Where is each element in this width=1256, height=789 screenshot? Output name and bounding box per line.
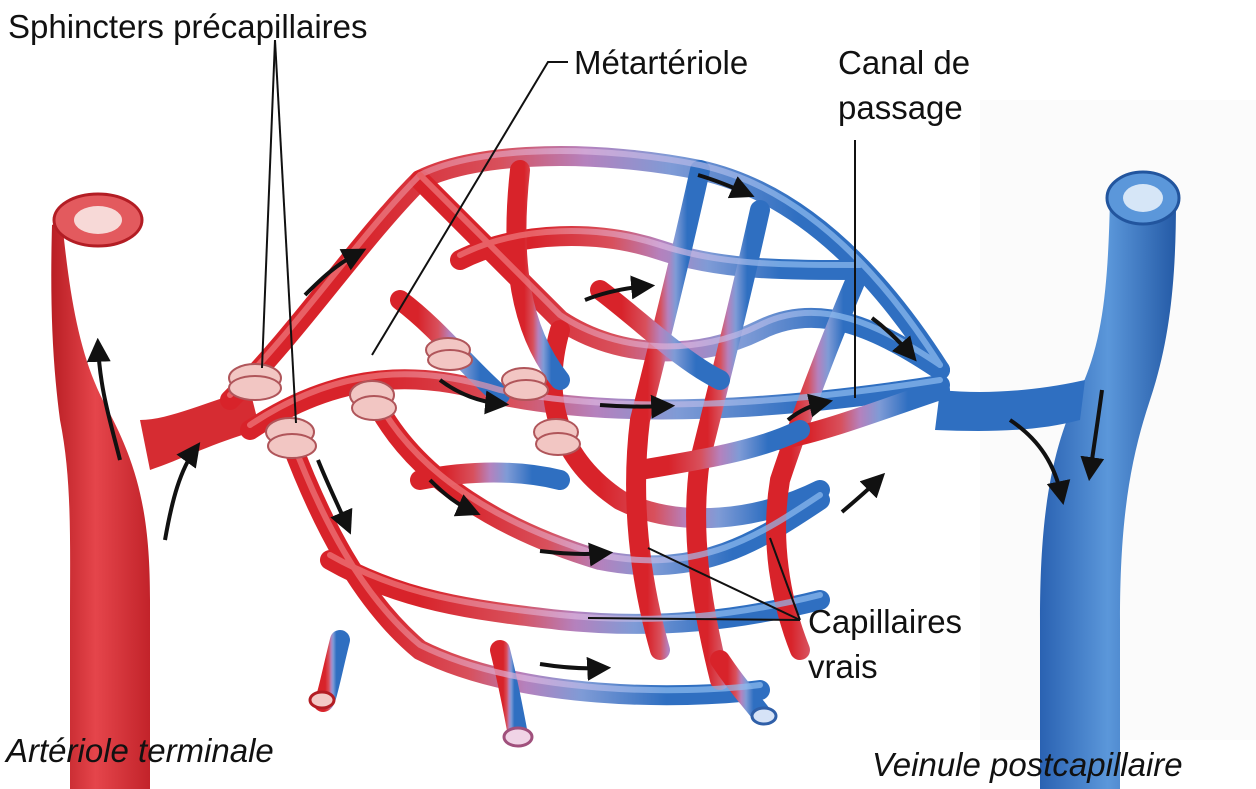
flow-arrow: [842, 478, 880, 512]
label-arteriole-terminale: Artériole terminale: [4, 732, 274, 769]
sphincter-ring: [229, 364, 281, 400]
label-capillaires-line1: Capillaires: [808, 603, 962, 640]
label-metarteriole: Métartériole: [574, 44, 748, 81]
flow-arrow: [540, 664, 604, 668]
leader-line-sphincters: [275, 40, 296, 423]
flow-arrow: [600, 405, 668, 407]
leader-line-sphincters: [262, 40, 275, 368]
label-canal-line1: Canal de: [838, 44, 970, 81]
sphincter-ring: [350, 381, 396, 420]
label-veinule-postcapillaire: Veinule postcapillaire: [872, 746, 1183, 783]
label-capillaires-line2: vrais: [808, 648, 878, 685]
sphincter-ring: [534, 419, 580, 455]
sphincter-ring: [426, 338, 472, 370]
sphincter-ring: [266, 418, 316, 458]
terminal-arteriole: [51, 194, 260, 789]
label-sphincters: Sphincters précapillaires: [8, 8, 368, 45]
sphincter-ring: [502, 368, 548, 400]
label-canal-line2: passage: [838, 89, 963, 126]
